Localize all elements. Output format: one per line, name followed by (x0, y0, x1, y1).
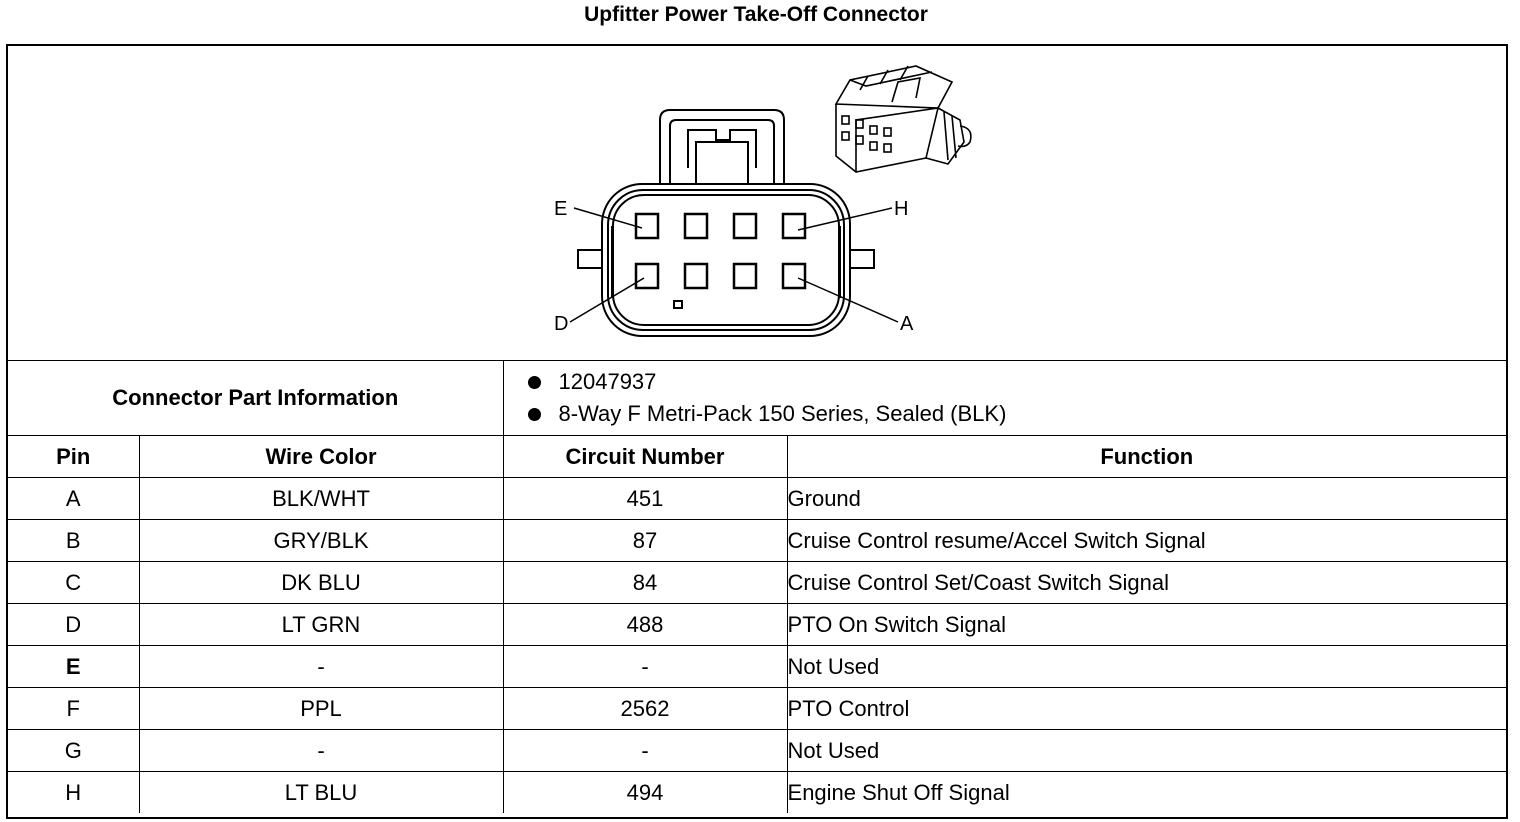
function-cell: Ground (786, 477, 1507, 520)
part-description: 8-Way F Metri-Pack 150 Series, Sealed (B… (558, 401, 1007, 426)
pin-cavities (634, 212, 807, 290)
wire-color-cell: LT BLU (138, 771, 504, 813)
connector-3d-illustration (834, 65, 972, 173)
wire-color-cell: LT GRN (138, 603, 504, 646)
circuit-cell: 488 (502, 603, 788, 646)
connector-table: Connector Part Information 12047937 8-Wa… (8, 361, 1507, 813)
circuit-cell: 84 (502, 561, 788, 604)
pin-label-h: H (894, 198, 908, 220)
wire-color-cell: PPL (138, 687, 504, 730)
circuit-cell: 87 (502, 519, 788, 562)
pin-cell: B (8, 519, 140, 562)
function-cell: Not Used (786, 645, 1507, 688)
table-row: B GRY/BLK 87 Cruise Control resume/Accel… (8, 519, 1507, 562)
function-cell: Engine Shut Off Signal (786, 771, 1507, 813)
function-cell: Cruise Control Set/Coast Switch Signal (786, 561, 1507, 604)
table-row: C DK BLU 84 Cruise Control Set/Coast Swi… (8, 561, 1507, 604)
pin-leader-lines (569, 207, 899, 323)
wire-color-cell: GRY/BLK (138, 519, 504, 562)
connector-diagram: E H D A (8, 46, 1506, 361)
wire-color-cell: BLK/WHT (138, 477, 504, 520)
table-row: H LT BLU 494 Engine Shut Off Signal (8, 771, 1507, 813)
pin-label-a: A (900, 313, 914, 335)
function-cell: Not Used (786, 729, 1507, 772)
header-function: Function (786, 435, 1507, 478)
table-row: D LT GRN 488 PTO On Switch Signal (8, 603, 1507, 646)
pin-cavity-d (634, 262, 660, 290)
part-info-label: Connector Part Information (8, 361, 504, 436)
part-info-item: 8-Way F Metri-Pack 150 Series, Sealed (B… (527, 398, 1507, 430)
pin-cavity-f (683, 212, 709, 240)
pin-cell: F (8, 687, 140, 730)
bullet-icon (527, 375, 541, 389)
pin-cell: G (8, 729, 140, 772)
circuit-cell: - (502, 729, 788, 772)
part-info-item: 12047937 (527, 366, 1507, 398)
wire-color-cell: DK BLU (138, 561, 504, 604)
pin-cavity-h (781, 212, 807, 240)
table-row: F PPL 2562 PTO Control (8, 687, 1507, 730)
part-info-list: 12047937 8-Way F Metri-Pack 150 Series, … (502, 361, 1507, 436)
pin-cavity-a (781, 262, 807, 290)
part-number: 12047937 (558, 369, 657, 394)
header-circuit-number: Circuit Number (502, 435, 788, 478)
wire-color-cell: - (138, 645, 504, 688)
circuit-cell: 494 (502, 771, 788, 813)
connector-sheet: E H D A (6, 44, 1508, 819)
connector-latch (659, 109, 785, 186)
connector-body (601, 183, 851, 337)
function-cell: PTO On Switch Signal (786, 603, 1507, 646)
function-cell: Cruise Control resume/Accel Switch Signa… (786, 519, 1507, 562)
circuit-cell: 451 (502, 477, 788, 520)
function-cell: PTO Control (786, 687, 1507, 730)
wire-color-cell: - (138, 729, 504, 772)
part-info-row: Connector Part Information 12047937 8-Wa… (8, 361, 1507, 436)
pin-cavity-c (683, 262, 709, 290)
table-header-row: Pin Wire Color Circuit Number Function (8, 435, 1507, 478)
pin-label-e: E (554, 198, 567, 220)
circuit-cell: 2562 (502, 687, 788, 730)
pin-label-d: D (554, 313, 568, 335)
table-row: E - - Not Used (8, 645, 1507, 688)
pin-cavity-g (732, 212, 758, 240)
table-row: A BLK/WHT 451 Ground (8, 477, 1507, 520)
pin-cell: H (8, 771, 140, 813)
pin-cavity-e (634, 212, 660, 240)
header-pin: Pin (8, 435, 140, 478)
pin-cavity-b (732, 262, 758, 290)
pin-cell: D (8, 603, 140, 646)
header-wire-color: Wire Color (138, 435, 504, 478)
pin-cell: A (8, 477, 140, 520)
page-title: Upfitter Power Take-Off Connector (584, 3, 928, 26)
table-row: G - - Not Used (8, 729, 1507, 772)
bullet-icon (527, 407, 541, 421)
pin-cell: E (8, 645, 140, 688)
pin-cell: C (8, 561, 140, 604)
connector-face-drawing: E H D A (554, 65, 972, 337)
circuit-cell: - (502, 645, 788, 688)
